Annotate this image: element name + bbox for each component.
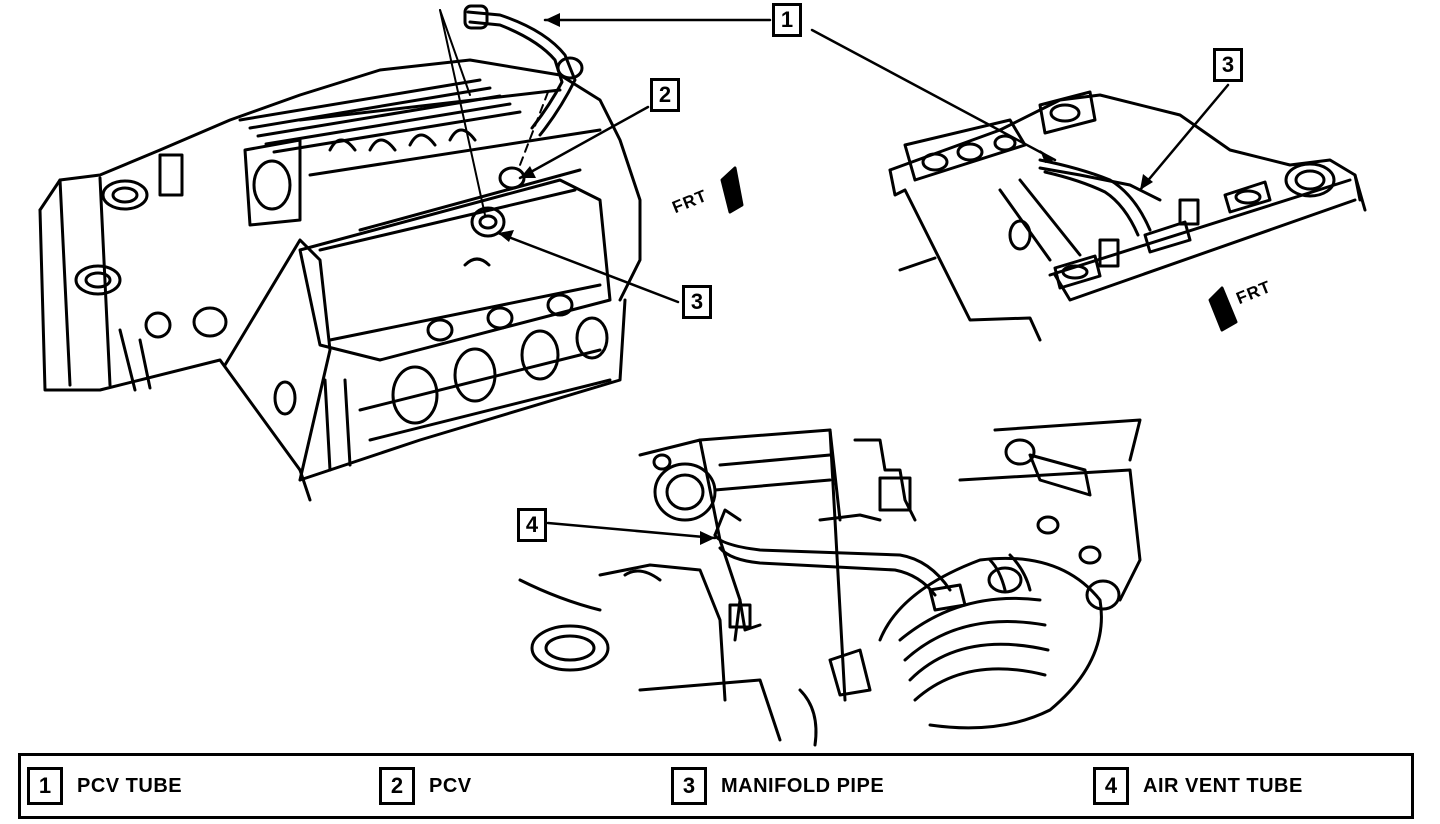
frt-arrow-icon <box>720 166 744 214</box>
legend-label: MANIFOLD PIPE <box>721 774 885 797</box>
intake-manifold-view <box>888 90 1367 342</box>
legend-label: PCV <box>429 774 472 797</box>
legend-number: 4 <box>1093 767 1129 805</box>
engine-diagram <box>38 4 1367 747</box>
callout-2: 2 <box>650 78 680 112</box>
air-vent-detail-view <box>518 418 1142 747</box>
parts-legend: 1 PCV TUBE 2 PCV 3 MANIFOLD PIPE 4 AIR V… <box>18 753 1414 819</box>
callout-4: 4 <box>517 508 547 542</box>
legend-item-manifold-pipe: 3 MANIFOLD PIPE <box>671 767 885 805</box>
legend-item-pcv: 2 PCV <box>379 767 472 805</box>
arrowheads <box>498 13 1153 545</box>
callout-3-right: 3 <box>1213 48 1243 82</box>
legend-label: AIR VENT TUBE <box>1143 774 1303 797</box>
legend-item-pcv-tube: 1 PCV TUBE <box>27 767 183 805</box>
callout-1: 1 <box>772 3 802 37</box>
leader-lines <box>496 18 1230 540</box>
legend-number: 1 <box>27 767 63 805</box>
legend-item-air-vent-tube: 4 AIR VENT TUBE <box>1093 767 1303 805</box>
legend-number: 2 <box>379 767 415 805</box>
frt-arrow-icon-2 <box>1208 286 1238 332</box>
legend-number: 3 <box>671 767 707 805</box>
legend-label: PCV TUBE <box>77 774 183 797</box>
engine-left-view <box>38 4 642 502</box>
callout-3-left: 3 <box>682 285 712 319</box>
